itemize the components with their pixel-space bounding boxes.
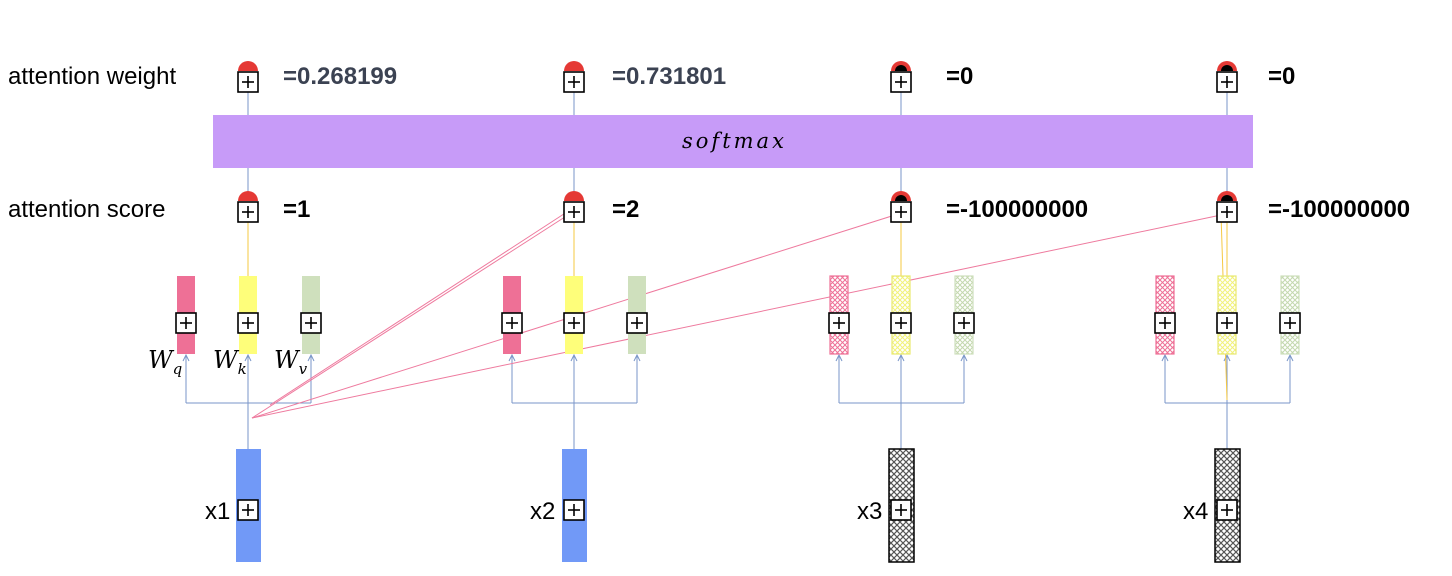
x3-key-node [890,312,912,334]
x3-score-node-cap-core [895,195,907,201]
x3-score-node [890,191,912,223]
x4-score-node-plus [1216,201,1238,223]
x2-value-arrowhead [633,353,641,362]
x4-score-node [1216,191,1238,223]
x4-weight-node [1216,61,1238,93]
x2-weight-node [563,61,585,93]
x4-value-node [1279,312,1301,334]
x3-input-node [890,499,912,521]
x4-weight-node-cap-core [1221,65,1233,71]
x4-value-arrowhead [1286,353,1294,362]
x4-input-node [1216,499,1238,521]
x3-query-arrowhead [835,353,843,362]
x3-query-node [828,312,850,334]
x2-query-node [501,312,523,334]
x1-value-arrowhead [307,353,315,362]
x3-weight-node-cap-core [895,65,907,71]
x2-score-node-plus [563,201,585,223]
x2-weight-node-cap [564,61,584,71]
x2-score-node [563,191,585,223]
link-layer [182,92,1294,449]
x1-score-node-plus [237,201,259,223]
x1-input-node [237,499,259,521]
query-link-x2-upper [269,209,571,406]
shape-layer [175,61,1301,563]
x4-key-arrowhead [1223,353,1231,362]
x3-weight-node [890,61,912,93]
x2-value-node [626,312,648,334]
query-link-2 [251,214,569,419]
x2-query-arrowhead [508,353,516,362]
x1-weight-node-cap [238,61,258,71]
x1-weight-node-plus [237,71,259,93]
x3-value-node [953,312,975,334]
x1-query-arrowhead [182,353,190,362]
x1-key-arrowhead [244,353,252,362]
x4-query-node [1154,312,1176,334]
x4-weight-node-plus [1216,71,1238,93]
x2-input-node [563,499,585,521]
x1-query-node [175,312,197,334]
x3-key-arrowhead [897,353,905,362]
x2-key-node [563,312,585,334]
x3-score-node-plus [890,201,912,223]
x1-score-node-cap [238,191,258,201]
x1-value-node [300,312,322,334]
x1-score-node [237,191,259,223]
x4-score-node-cap-core [1221,195,1233,201]
x3-weight-node-plus [890,71,912,93]
x1-weight-node [237,61,259,93]
x1-key-node [237,312,259,334]
query-link-4 [251,214,1222,419]
x4-key-node [1216,312,1238,334]
x4-query-arrowhead [1161,353,1169,362]
x2-key-arrowhead [570,353,578,362]
x2-score-node-cap [564,191,584,201]
softmax-bar [213,115,1253,168]
x3-value-arrowhead [960,353,968,362]
x2-weight-node-plus [563,71,585,93]
